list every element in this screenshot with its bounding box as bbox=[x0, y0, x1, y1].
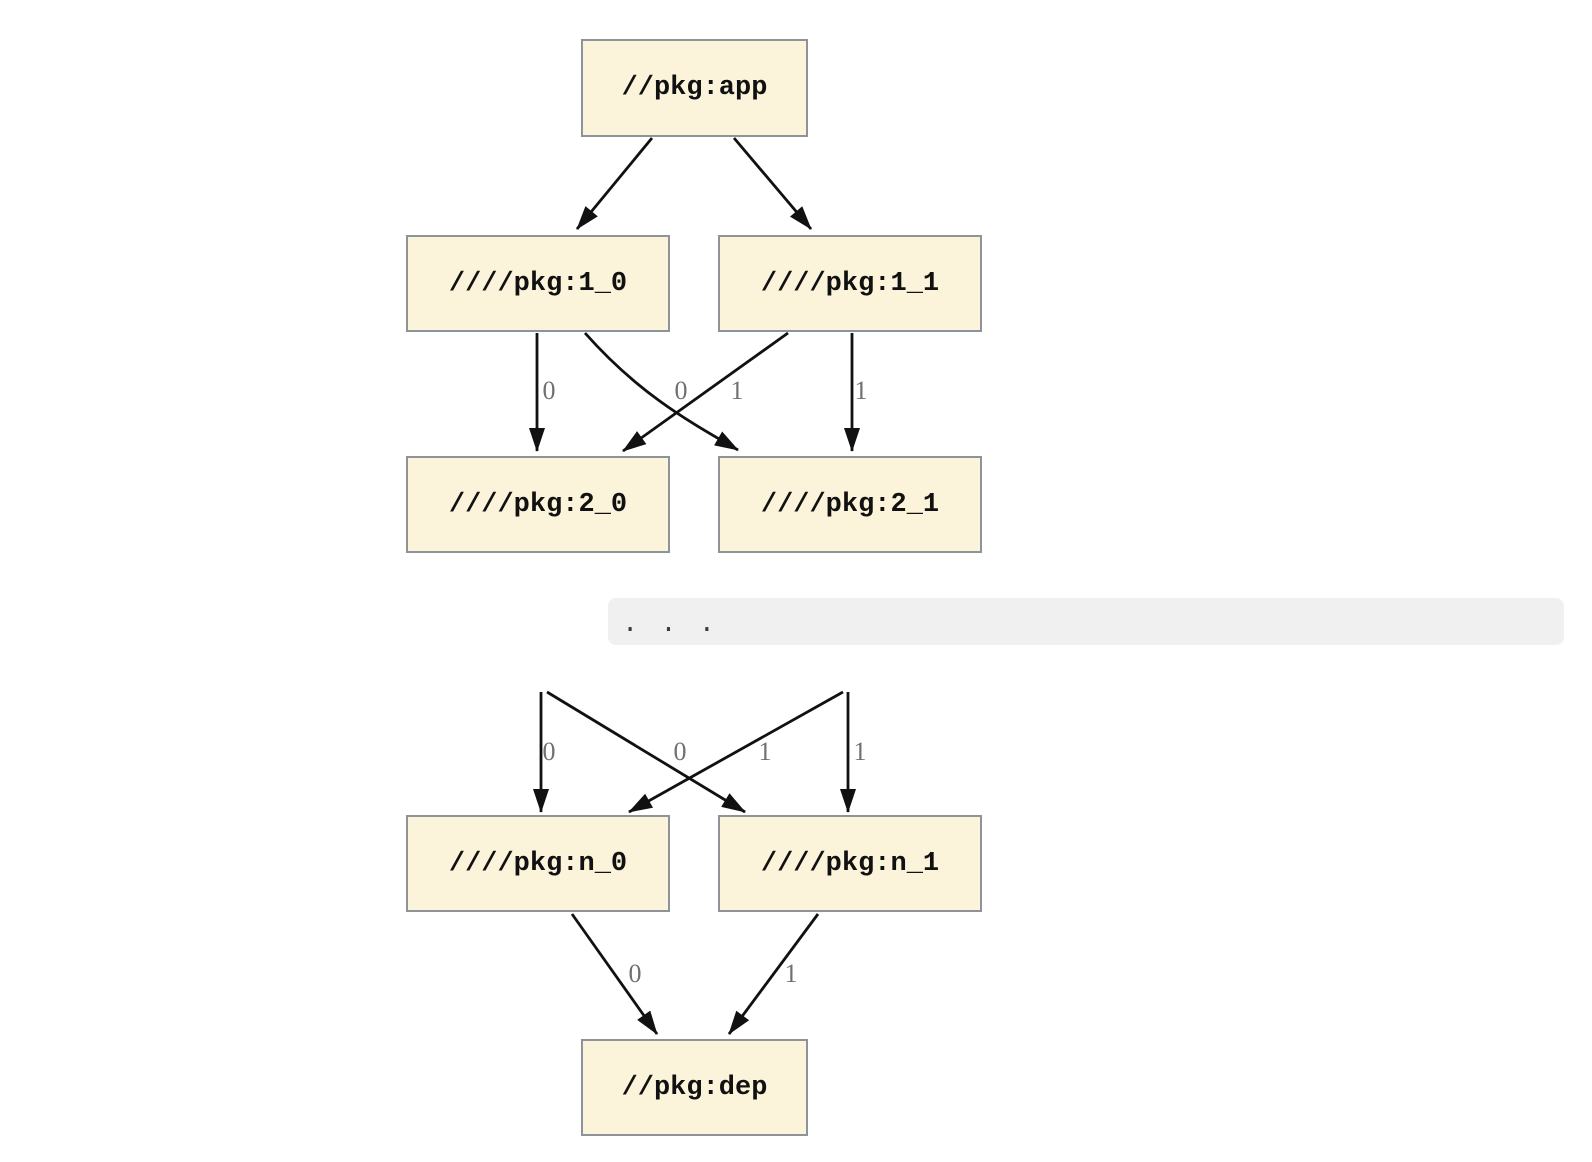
edge-n-1-to-dep bbox=[727, 913, 820, 1035]
node-pkg-n-0: ////pkg:n_0 bbox=[406, 815, 670, 912]
node-pkg-2-1: ////pkg:2_1 bbox=[718, 456, 982, 553]
node-dep: //pkg:dep bbox=[581, 1039, 808, 1136]
edge-label-1-1-to-2-1: 1 bbox=[854, 376, 868, 405]
ellipsis-text: . . . bbox=[622, 610, 719, 640]
edge-elided-to-n-0-cross bbox=[628, 690, 844, 814]
edge-label-n-0-to-dep: 0 bbox=[628, 959, 642, 988]
node-pkg-1-1: ////pkg:1_1 bbox=[718, 235, 982, 332]
edge-label-elided-to-n-1-cross: 1 bbox=[758, 737, 772, 766]
edge-label-elided-to-n-0-cross: 0 bbox=[673, 737, 687, 766]
edge-label-1-0-to-2-0: 0 bbox=[542, 376, 556, 405]
edge-app-to-1-1 bbox=[732, 137, 813, 230]
edge-elided-to-n-1-cross bbox=[546, 690, 746, 814]
edge-label-1-0-to-2-1: 1 bbox=[730, 376, 744, 405]
edge-1-0-to-2-1 bbox=[583, 332, 739, 452]
node-app: //pkg:app bbox=[581, 39, 808, 137]
node-pkg-1-0: ////pkg:1_0 bbox=[406, 235, 670, 332]
edge-label-n-1-to-dep: 1 bbox=[784, 959, 798, 988]
edge-n-0-to-dep bbox=[570, 913, 659, 1035]
ellipsis-band: . . . bbox=[608, 598, 1564, 645]
edge-1-1-to-2-0 bbox=[622, 331, 789, 453]
edge-label-1-1-to-2-0: 0 bbox=[674, 376, 688, 405]
node-pkg-2-0: ////pkg:2_0 bbox=[406, 456, 670, 553]
edge-app-to-1-0 bbox=[575, 137, 654, 230]
node-pkg-n-1: ////pkg:n_1 bbox=[718, 815, 982, 912]
edge-label-elided-to-n-1-vertical: 1 bbox=[853, 737, 867, 766]
edge-label-elided-to-n-0-vertical: 0 bbox=[542, 737, 556, 766]
